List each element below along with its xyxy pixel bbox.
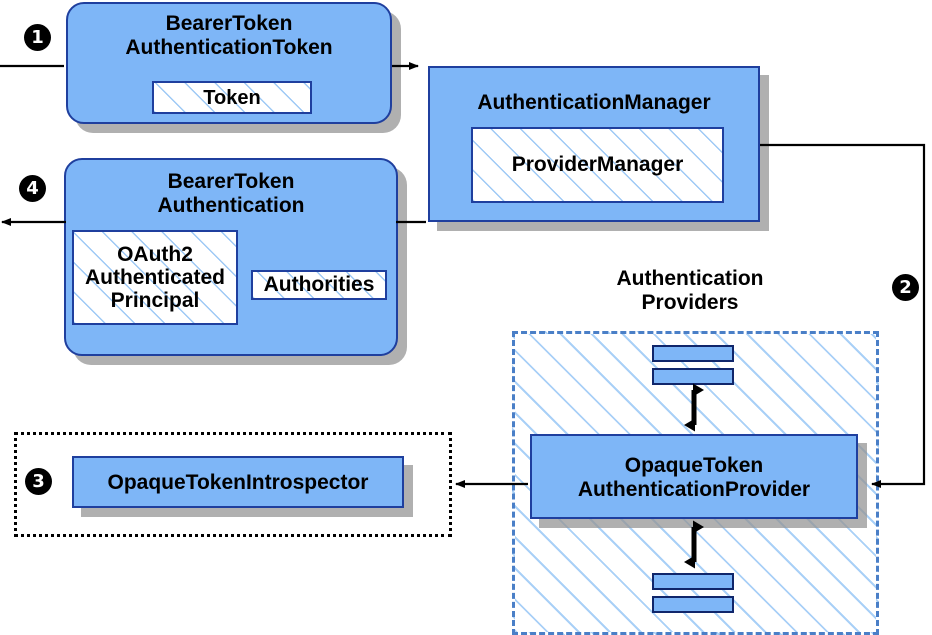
inner-box-provider-manager: ProviderManager — [471, 127, 724, 203]
step-badge-4: 4 — [19, 175, 46, 202]
principal-line3: Principal — [110, 289, 200, 313]
bearer-token-auth-title-line1: BearerToken — [167, 170, 295, 193]
opaque-token-introspector-region — [14, 432, 452, 537]
node-opaque-token-introspector[interactable]: OpaqueTokenIntrospector — [72, 456, 404, 508]
provider-stub-bar-bottom-2 — [652, 596, 734, 613]
opaque-token-auth-provider-title-line1: OpaqueToken — [624, 454, 764, 477]
inner-box-token: Token — [152, 81, 312, 114]
step-badge-2: 2 — [892, 274, 919, 301]
step-badge-3: 3 — [25, 468, 52, 495]
bearer-token-auth-title-line2: Authentication — [157, 194, 305, 218]
principal-line2: Authenticated — [84, 265, 225, 289]
principal-line1: OAuth2 — [117, 242, 193, 266]
bearer-token-auth-token-title-line2: AuthenticationToken — [125, 36, 333, 60]
provider-stub-bar-top-2 — [652, 368, 734, 385]
provider-stub-bar-bottom-1 — [652, 573, 734, 590]
authentication-providers-label-line2: Providers — [641, 290, 739, 314]
node-bearer-token-authentication[interactable]: BearerToken Authentication OAuth2 Authen… — [64, 158, 398, 356]
provider-stub-bar-top-1 — [652, 345, 734, 362]
node-authentication-manager[interactable]: AuthenticationManager ProviderManager — [428, 66, 760, 222]
authentication-manager-title: AuthenticationManager — [477, 91, 711, 114]
node-bearer-token-authentication-token[interactable]: BearerToken AuthenticationToken Token — [66, 2, 392, 124]
authentication-providers-label: Authentication Providers — [560, 267, 820, 315]
node-opaque-token-authentication-provider[interactable]: OpaqueToken AuthenticationProvider — [530, 434, 858, 519]
step-badge-1: 1 — [24, 24, 51, 51]
bearer-token-auth-token-title-line1: BearerToken — [165, 12, 293, 35]
opaque-token-auth-provider-title-line2: AuthenticationProvider — [577, 478, 811, 502]
inner-box-authorities: Authorities — [251, 270, 387, 300]
opaque-token-introspector-title: OpaqueTokenIntrospector — [107, 471, 369, 494]
inner-box-oauth2-authenticated-principal: OAuth2 Authenticated Principal — [72, 230, 238, 325]
authentication-providers-label-line1: Authentication — [616, 267, 764, 290]
